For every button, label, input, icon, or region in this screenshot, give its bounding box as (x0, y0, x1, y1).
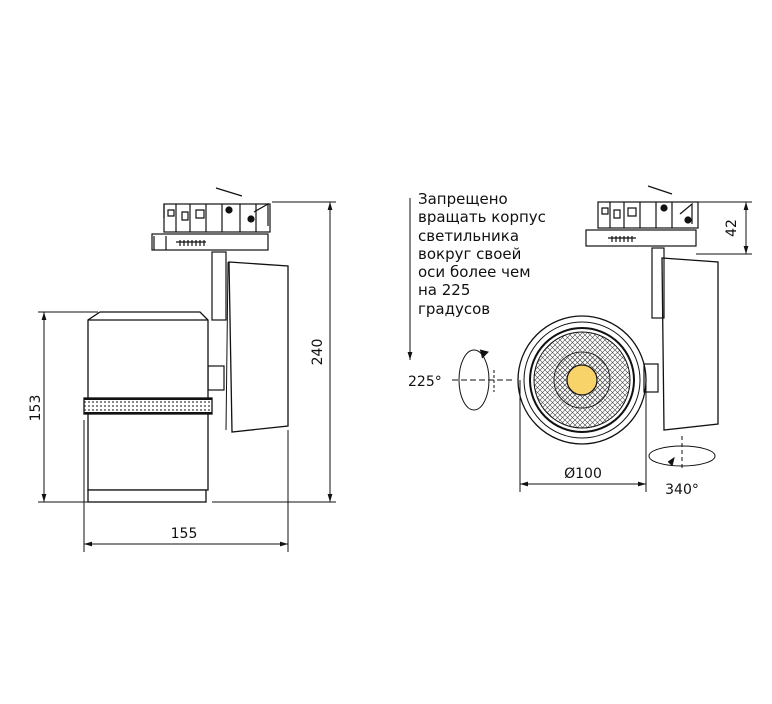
rotation-340-symbol (648, 436, 716, 468)
side-cylinder-body (83, 311, 213, 503)
note-line: градусов (418, 299, 491, 318)
lamp-face (517, 315, 647, 445)
rotation-225-symbol (452, 349, 512, 411)
note-line: светильника (418, 226, 520, 245)
dim-height-240 (212, 201, 336, 503)
side-stem (207, 251, 227, 391)
note-line: вращать корпус (418, 208, 546, 227)
dim-height-153 (38, 311, 98, 503)
dim-label-diameter: Ø100 (564, 466, 602, 482)
angle-label-340: 340° (665, 482, 699, 498)
dim-diameter (519, 380, 647, 492)
dim-height-42 (696, 201, 752, 255)
note-line: Запрещено (418, 190, 508, 208)
side-view: 153 240 155 (28, 187, 336, 552)
led-chip (566, 364, 598, 396)
dim-label-153: 153 (28, 395, 44, 422)
note-line: оси более чем (418, 263, 531, 282)
angle-label-225: 225° (408, 374, 442, 390)
dim-width-155 (83, 420, 289, 552)
dim-label-155: 155 (171, 526, 198, 542)
dim-label-240: 240 (310, 339, 326, 366)
front-view: Ø100 42 340° 225° (407, 185, 752, 498)
note-line: вокруг своей (418, 244, 522, 263)
side-track-adapter (151, 187, 271, 251)
side-head-plate (228, 261, 289, 433)
dim-label-42: 42 (724, 219, 740, 237)
front-track-adapter (585, 185, 699, 247)
front-stem (643, 247, 665, 393)
note-line: на 225 (418, 281, 471, 300)
front-head-plate (661, 257, 719, 431)
warning-note: Запрещено вращать корпус светильника вок… (418, 190, 546, 318)
